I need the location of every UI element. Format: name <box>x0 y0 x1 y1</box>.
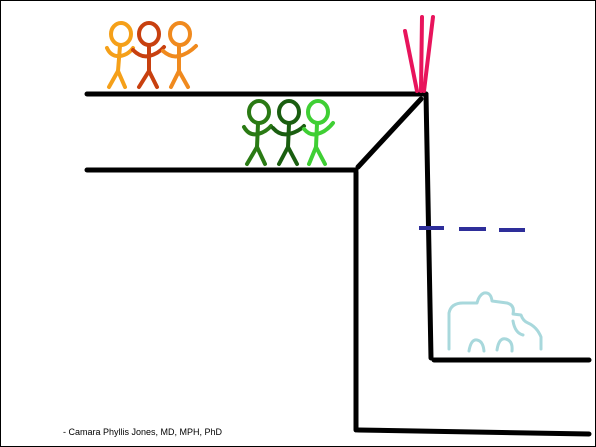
bottom-ground <box>355 427 592 437</box>
person-figure <box>302 99 335 166</box>
ramp-line <box>355 96 424 170</box>
attribution-text: - Camara Phyllis Jones, MD, MPH, PhD <box>63 427 223 437</box>
people-group-icon <box>242 99 335 166</box>
person-figure <box>242 99 273 166</box>
cliff-lines <box>84 91 592 437</box>
people-group-icon <box>105 21 198 89</box>
person-figure <box>271 99 306 166</box>
dashed-line <box>419 226 525 232</box>
person-figure <box>161 21 198 89</box>
person-figure <box>105 21 135 89</box>
ambulance-icon <box>447 291 543 353</box>
person-figure <box>131 21 166 89</box>
fence-icon <box>403 15 435 93</box>
